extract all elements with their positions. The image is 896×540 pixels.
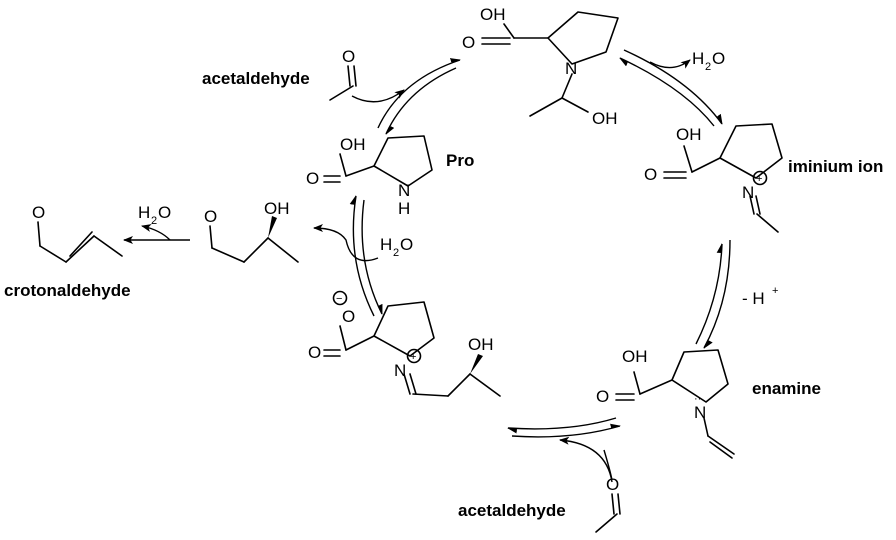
wedge-bond	[268, 216, 277, 238]
svg-text:2: 2	[151, 215, 157, 227]
water-out-arrow	[649, 59, 691, 69]
carbonyl-oxygen-label: O	[342, 47, 355, 66]
carbonyl-oxygen-label: O	[306, 169, 319, 188]
nh-hydrogen-label: H	[398, 199, 410, 218]
charge-circle	[332, 290, 348, 306]
aldehyde-oxygen-label: O	[204, 207, 217, 226]
carbonyl-oxygen-label: O	[308, 343, 321, 362]
acetaldehyde-top-molecule: O	[329, 47, 357, 101]
hydroxyl-label: OH	[340, 135, 366, 154]
curved-arrows	[123, 59, 691, 483]
water-top-right: H 2 O	[692, 49, 725, 73]
hydroxyl-label: OH	[264, 199, 290, 218]
hydrolysis-arrow	[313, 224, 379, 262]
water-middle: H 2 O	[380, 235, 413, 259]
svg-text:O: O	[400, 235, 413, 254]
proton-loss-label: - H	[742, 289, 765, 308]
water-left: H 2 O	[138, 203, 171, 227]
carbonyl-oxygen-label: O	[606, 475, 619, 494]
nitrogen-label: N	[394, 361, 406, 380]
equilibrium-arrows	[349, 49, 731, 438]
lone-pair-dots: ··	[694, 393, 701, 405]
svg-text:H: H	[138, 203, 150, 222]
carbonyl-oxygen-label: O	[596, 387, 609, 406]
acetaldehyde-in-arrow	[351, 89, 405, 103]
nitrogen-label: N	[398, 181, 410, 200]
charge-circle	[406, 348, 422, 364]
charge-circle	[752, 170, 768, 186]
svg-text:2: 2	[705, 61, 711, 73]
svg-text:O: O	[158, 203, 171, 222]
nitrogen-label: N	[694, 403, 706, 422]
hydroxyl-label: OH	[480, 5, 506, 24]
nitrogen-label: N	[742, 183, 754, 202]
positive-charge: +	[756, 173, 762, 185]
negative-charge: −	[336, 293, 342, 305]
svg-text:2: 2	[393, 247, 399, 259]
aldol-iminium-intermediate: − + O O N OH	[308, 290, 501, 397]
nitrogen-label: N	[565, 59, 577, 78]
carbonyl-oxygen-label: O	[462, 33, 475, 52]
carbonyl-oxygen-label: O	[644, 165, 657, 184]
hydroxyl-label: OH	[592, 109, 618, 128]
hemiaminal-intermediate: OH O N OH	[462, 5, 619, 128]
crotonaldehyde-molecule: O	[32, 203, 123, 263]
aldol-product: O OH	[204, 199, 299, 263]
enamine-intermediate: OH O N ··	[596, 347, 735, 459]
pro-label: Pro	[446, 151, 474, 170]
positive-charge: +	[410, 351, 416, 363]
enamine-label: enamine	[752, 379, 821, 398]
aldehyde-oxygen-label: O	[32, 203, 45, 222]
acetaldehyde-bottom-molecule: O	[595, 475, 621, 533]
iminium-ion-label: iminium ion	[788, 157, 883, 176]
proline-catalyst: OH O N H	[306, 135, 433, 218]
acetaldehyde-bottom-label: acetaldehyde	[458, 501, 566, 520]
iminium-intermediate: + OH O N	[644, 123, 783, 233]
hydroxyl-label: OH	[676, 125, 702, 144]
crotonaldehyde-label: crotonaldehyde	[4, 281, 131, 300]
proton-charge: +	[772, 285, 778, 297]
water-loss-arrow	[141, 224, 171, 241]
acetaldehyde-top-label: acetaldehyde	[202, 69, 310, 88]
acetaldehyde-in-arrow	[559, 436, 613, 483]
hydroxyl-label: OH	[468, 335, 494, 354]
oxygen-label: O	[342, 307, 355, 326]
hydroxyl-label: OH	[622, 347, 648, 366]
svg-text:H: H	[380, 235, 392, 254]
wedge-bond	[470, 354, 483, 374]
svg-text:O: O	[712, 49, 725, 68]
svg-text:H: H	[692, 49, 704, 68]
